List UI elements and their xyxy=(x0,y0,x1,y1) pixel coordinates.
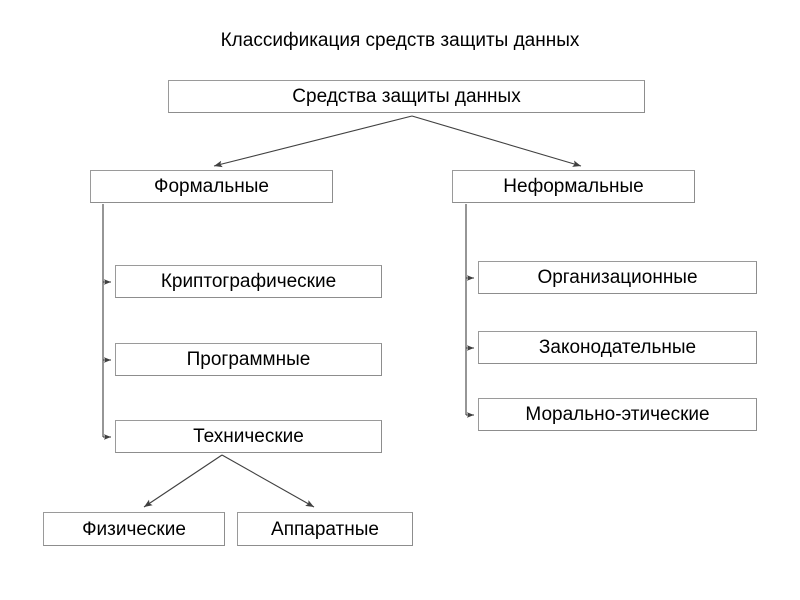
node-moral-ethical[interactable]: Морально-этические xyxy=(478,398,757,431)
connector-technical-to-hardware xyxy=(221,454,315,508)
connector-technical-to-physical xyxy=(143,454,223,508)
node-physical[interactable]: Физические xyxy=(43,512,225,546)
node-hardware[interactable]: Аппаратные xyxy=(237,512,413,546)
connector-root-to-informal xyxy=(411,115,582,167)
page-title: Классификация средств защиты данных xyxy=(220,30,580,51)
node-cryptographic[interactable]: Криптографические xyxy=(115,265,382,298)
node-moral-ethical-label: Морально-этические xyxy=(525,404,710,425)
node-formal-label: Формальные xyxy=(154,176,269,197)
node-software[interactable]: Программные xyxy=(115,343,382,376)
node-organizational[interactable]: Организационные xyxy=(478,261,757,294)
node-legislative[interactable]: Законодательные xyxy=(478,331,757,364)
node-cryptographic-label: Криптографические xyxy=(160,271,337,292)
node-physical-label: Физические xyxy=(82,518,186,540)
node-organizational-label: Организационные xyxy=(537,267,698,288)
node-formal[interactable]: Формальные xyxy=(90,170,333,203)
node-technical-label: Технические xyxy=(193,426,304,447)
connector-root-to-formal xyxy=(213,115,413,168)
node-informal-label: Неформальные xyxy=(503,176,644,197)
node-root[interactable]: Средства защиты данных xyxy=(168,80,645,113)
node-hardware-label: Аппаратные xyxy=(271,518,379,540)
node-software-label: Программные xyxy=(186,349,311,370)
node-technical[interactable]: Технические xyxy=(115,420,382,453)
node-root-label: Средства защиты данных xyxy=(292,86,521,107)
node-informal[interactable]: Неформальные xyxy=(452,170,695,203)
node-legislative-label: Законодательные xyxy=(538,337,697,358)
